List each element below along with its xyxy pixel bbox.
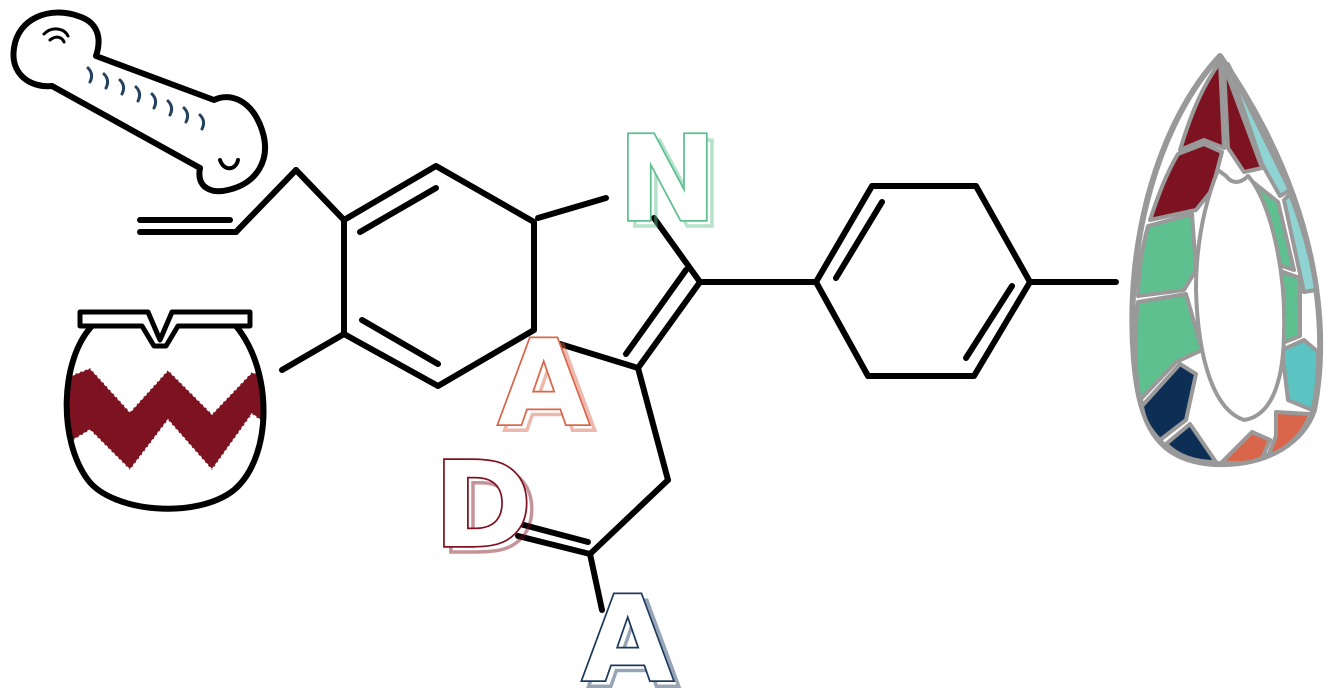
facet-teal xyxy=(1280,338,1320,412)
point-facets xyxy=(1133,60,1320,466)
facet-orange-2 xyxy=(1266,410,1312,458)
svg-text:A: A xyxy=(582,570,673,691)
facet-navy-2 xyxy=(1164,422,1218,464)
facet-light-teal-1 xyxy=(1226,62,1292,198)
facet-green-3 xyxy=(1133,292,1204,402)
molecule-bonds xyxy=(137,163,1119,613)
letter-n: N N xyxy=(616,108,724,256)
letter-d: D D xyxy=(432,434,539,582)
facet-green-1 xyxy=(1136,212,1198,298)
pot-icon xyxy=(63,309,267,512)
bone-marks xyxy=(86,66,206,131)
facet-orange-1 xyxy=(1220,430,1272,466)
svg-text:D: D xyxy=(434,436,532,574)
svg-text:N: N xyxy=(618,110,717,248)
projectile-point-icon xyxy=(1129,53,1324,468)
svg-text:A: A xyxy=(588,576,679,691)
bone-icon xyxy=(10,9,268,195)
pot-zigzag-band xyxy=(66,367,264,472)
letter-a-lower: A A xyxy=(580,568,681,691)
letter-a-upper: A A xyxy=(496,312,597,460)
facet-navy-1 xyxy=(1140,362,1198,442)
svg-text:N: N xyxy=(624,116,723,254)
svg-text:A: A xyxy=(504,320,595,458)
svg-text:D: D xyxy=(440,442,538,580)
facet-red-right xyxy=(1222,64,1264,174)
facet-light-teal-2 xyxy=(1282,192,1318,294)
facet-red-top xyxy=(1178,60,1226,152)
svg-text:A: A xyxy=(498,314,589,452)
